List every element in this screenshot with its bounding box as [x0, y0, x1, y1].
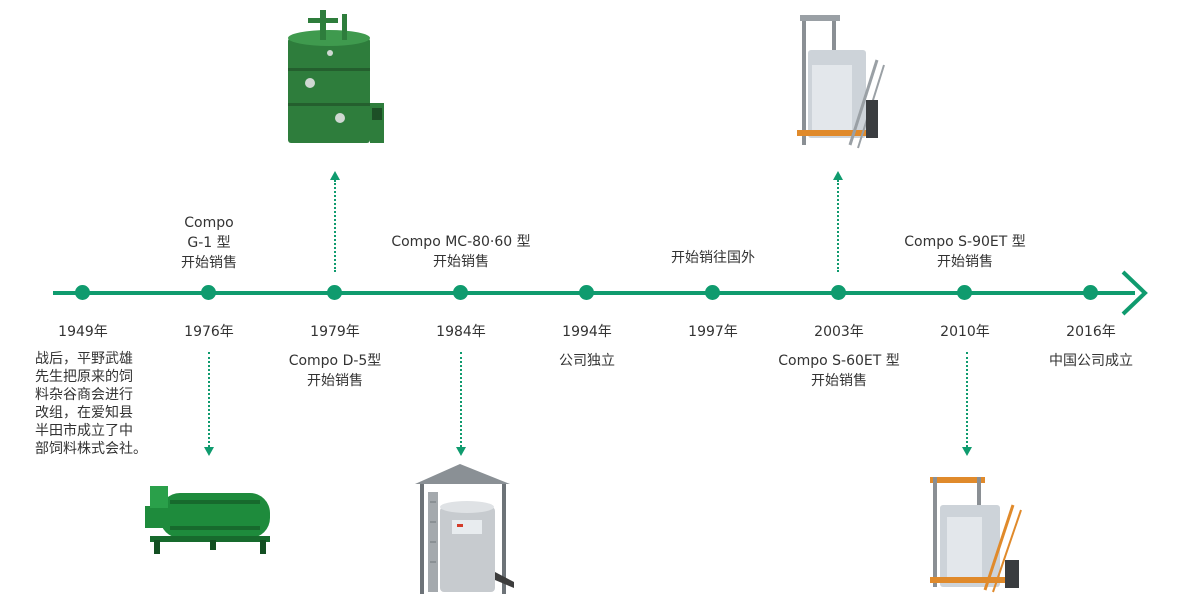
connector-2003	[837, 180, 839, 272]
description-line: 战后，平野武雄	[35, 351, 133, 367]
connector-1984	[460, 352, 462, 447]
green-composter-tank-image	[288, 10, 384, 143]
label-line: 开始销往国外	[671, 250, 755, 266]
s90et-composter-image	[930, 477, 1022, 593]
tower-composter-mc-image	[415, 464, 514, 594]
description-line: 半田市成立了中	[35, 423, 133, 439]
timeline-dot-1979	[327, 285, 342, 300]
description-line: 部饲料株式会社。	[35, 441, 147, 457]
description-line: 料杂谷商会进行	[35, 387, 133, 403]
label-line: 中国公司成立	[1049, 353, 1133, 369]
arrow-down-icon	[204, 447, 214, 456]
arrow-down-icon	[962, 447, 972, 456]
label-line: G-1 型	[187, 235, 231, 251]
milestone-2003-label: Compo S-60ET 型 开始销售	[739, 351, 939, 391]
timeline-dot-1984	[453, 285, 468, 300]
year-label: 1997年	[688, 324, 738, 340]
label-line: 公司独立	[559, 353, 615, 369]
year-label: 1979年	[310, 324, 360, 340]
connector-1979	[334, 180, 336, 272]
timeline-dot-1976	[201, 285, 216, 300]
label-line: 开始销售	[811, 373, 867, 389]
milestone-1994-label: 公司独立	[487, 351, 687, 371]
label-line: 开始销售	[307, 373, 363, 389]
timeline-axis	[53, 291, 1135, 295]
milestone-2010-label: Compo S-90ET 型 开始销售	[865, 232, 1065, 272]
timeline-arrowhead-icon	[1121, 270, 1148, 316]
timeline-dot-2016	[1083, 285, 1098, 300]
label-line: Compo S-60ET 型	[778, 353, 900, 369]
label-line: 开始销售	[433, 254, 489, 270]
description-line: 改组，在爱知县	[35, 405, 133, 421]
milestone-1984-label: Compo MC-80·60 型 开始销售	[361, 232, 561, 272]
year-label: 1994年	[562, 324, 612, 340]
s60et-composter-image	[797, 15, 885, 149]
connector-2010	[966, 352, 968, 447]
arrow-down-icon	[456, 447, 466, 456]
timeline-dot-1994	[579, 285, 594, 300]
milestone-1997-label: 开始销往国外	[613, 248, 813, 268]
year-label: 2003年	[814, 324, 864, 340]
year-label: 2010年	[940, 324, 990, 340]
year-label: 1976年	[184, 324, 234, 340]
milestone-2016-label: 中国公司成立	[991, 351, 1191, 371]
milestone-1949-description: 战后，平野武雄 先生把原来的饲 料杂谷商会进行 改组，在爱知县 半田市成立了中 …	[35, 350, 155, 458]
label-line: Compo D-5型	[288, 353, 382, 369]
horizontal-drum-composter-image	[145, 486, 270, 554]
arrow-up-icon	[330, 171, 340, 180]
timeline-dot-1997	[705, 285, 720, 300]
label-line: 开始销售	[181, 255, 237, 271]
connector-1976	[208, 352, 210, 447]
year-label: 1949年	[58, 324, 108, 340]
timeline-dot-2003	[831, 285, 846, 300]
milestone-1979-label: Compo D-5型 开始销售	[235, 351, 435, 391]
timeline-dot-1949	[75, 285, 90, 300]
label-line: 开始销售	[937, 254, 993, 270]
arrow-up-icon	[833, 171, 843, 180]
description-line: 先生把原来的饲	[35, 369, 133, 385]
year-label: 2016年	[1066, 324, 1116, 340]
label-line: Compo S-90ET 型	[904, 234, 1026, 250]
year-label: 1984年	[436, 324, 486, 340]
milestone-1976-label: Compo G-1 型 开始销售	[109, 213, 309, 273]
label-line: Compo	[184, 215, 234, 231]
timeline-dot-2010	[957, 285, 972, 300]
label-line: Compo MC-80·60 型	[391, 234, 531, 250]
